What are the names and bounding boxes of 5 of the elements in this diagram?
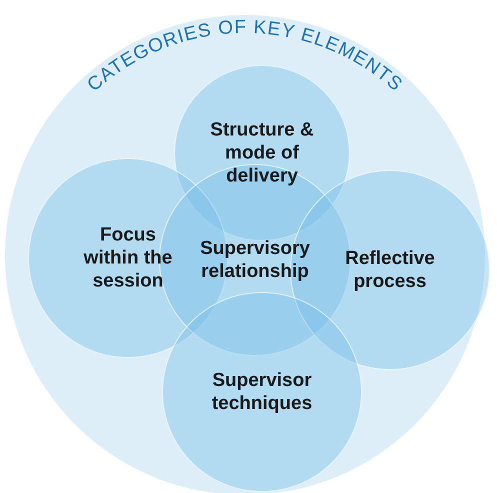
circle-label: Supervisor techniques [210, 369, 314, 415]
circle-label: Structure & mode of delivery [209, 118, 315, 188]
circle-label: Supervisory relationship [199, 237, 311, 283]
circle-label: Focus within the session [82, 224, 174, 292]
circle-label: Reflective process [344, 247, 436, 293]
